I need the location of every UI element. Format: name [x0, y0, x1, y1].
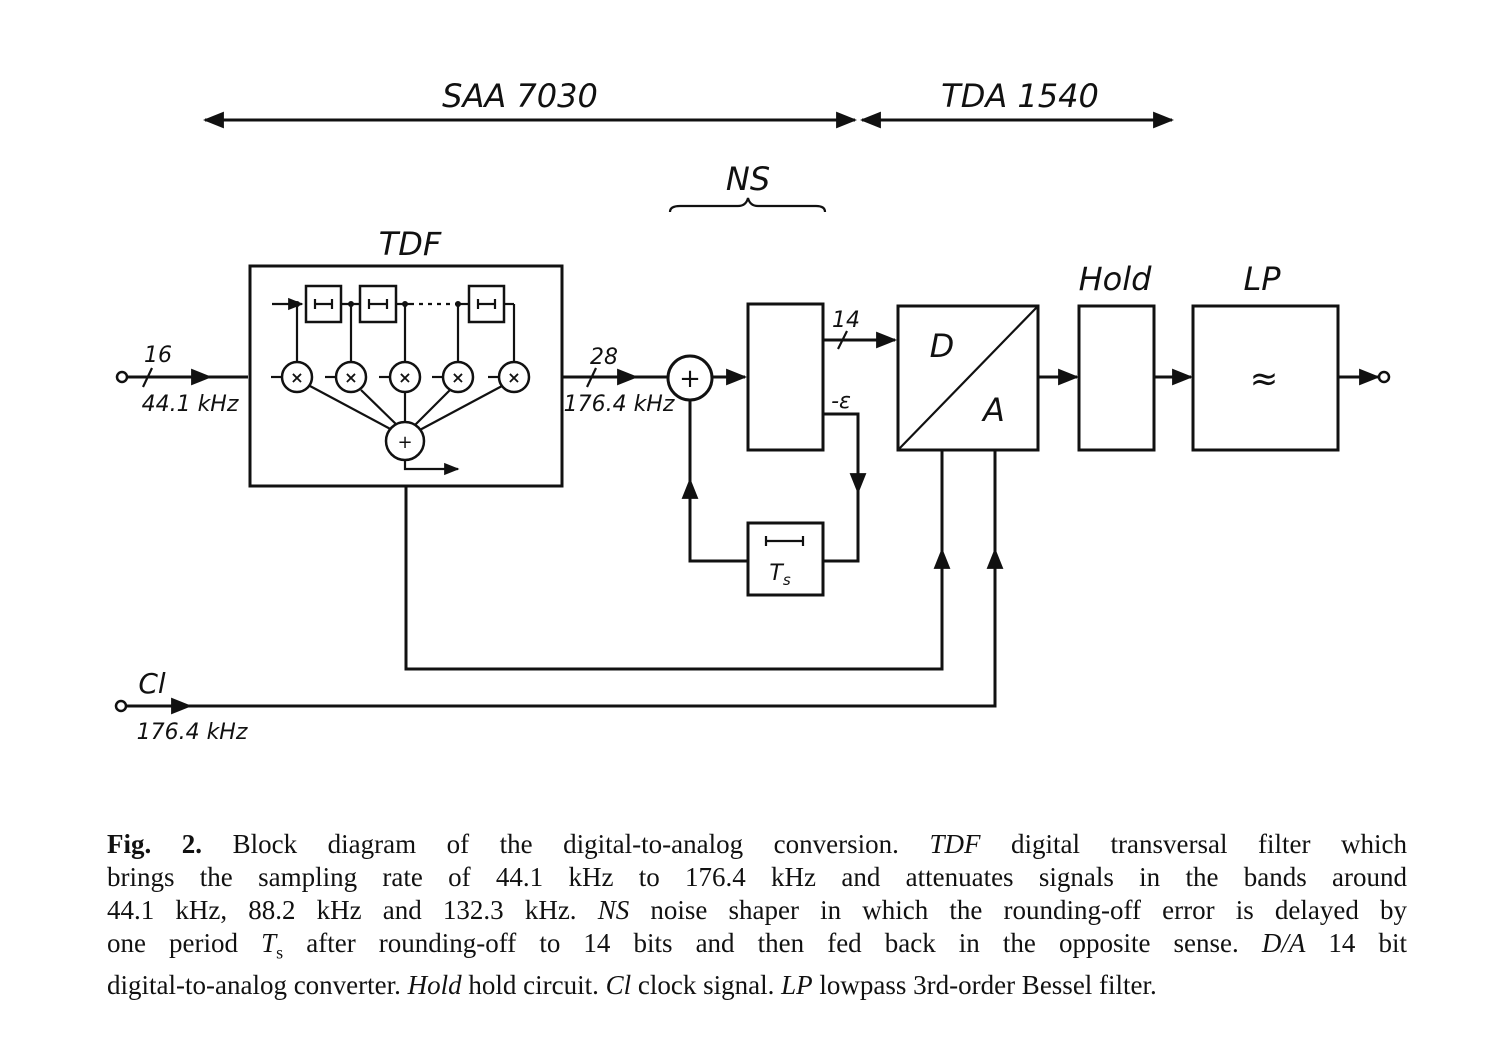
brace-icon: [668, 197, 827, 213]
multiplier: ×: [488, 360, 531, 394]
tdf-block: TDF × × × × ×: [248, 225, 564, 488]
terminal-icon: [115, 370, 129, 384]
multiply-icon: ×: [507, 368, 520, 387]
delay-cell: [304, 284, 343, 324]
bus-slash-icon: [837, 330, 848, 350]
caption-line: Fig. 2. Block diagram of the digital-to-…: [107, 829, 1408, 859]
clock-terminal-icon: [114, 699, 128, 713]
input-bits-label: 16: [144, 343, 172, 368]
delay-icon: [476, 299, 497, 309]
chip-range-saa7030: SAA 7030: [202, 77, 858, 129]
delay-ts-block: Ts: [746, 521, 825, 597]
delay-cell: [358, 284, 398, 324]
clock-rate-label: 176.4 kHz: [137, 720, 248, 745]
caption-line: brings the sampling rate of 44.1 kHz to …: [107, 862, 1407, 892]
multiplier: ×: [379, 360, 422, 394]
chip-range-tda1540: TDA 1540: [859, 77, 1175, 129]
da-converter-block: D A: [896, 304, 1040, 452]
chip-label-tda1540: TDA 1540: [941, 77, 1099, 115]
multiplier: ×: [432, 360, 475, 394]
chip-label-saa7030: SAA 7030: [442, 77, 598, 115]
input-terminal: 16 44.1 kHz: [115, 343, 248, 417]
multiply-icon: ×: [451, 368, 464, 387]
lowpass-icon: ≈: [1250, 359, 1279, 399]
error-label: -ε: [831, 389, 851, 414]
tdf-adder: +: [384, 420, 426, 462]
caption-line: one period Ts after rounding-off to 14 b…: [107, 928, 1407, 963]
bus-slash-icon: [586, 367, 597, 388]
multiplier: ×: [325, 360, 368, 394]
tdf-label: TDF: [379, 225, 442, 263]
caption-line: 44.1 kHz, 88.2 kHz and 132.3 kHz. NS noi…: [107, 895, 1407, 925]
ns-label: NS: [726, 160, 770, 198]
multiply-icon: ×: [398, 368, 411, 387]
delay-cell: [467, 284, 506, 324]
lp-label: LP: [1243, 260, 1281, 298]
da-label-a: A: [981, 391, 1005, 429]
error-feedback: Ts: [681, 400, 867, 597]
caption-line: digital-to-analog converter. Hold hold c…: [107, 970, 1157, 1001]
tdf-output: 28 176.4 kHz: [562, 345, 675, 417]
ns-adder: +: [666, 354, 714, 402]
input-rate-label: 44.1 kHz: [142, 392, 239, 417]
multiply-icon: ×: [290, 368, 303, 387]
plus-icon: +: [397, 432, 412, 453]
delay-icon: [764, 536, 805, 546]
delay-icon: [367, 299, 389, 309]
lp-filter-block: LP ≈: [1191, 260, 1340, 452]
ns-brace: NS: [668, 160, 827, 213]
delay-ts-label: Ts: [769, 561, 790, 589]
output-terminal-icon: [1377, 370, 1391, 384]
block-diagram: SAA 7030 TDA 1540 NS 16 44.1 kHz TDF: [114, 77, 1391, 745]
da-label-d: D: [930, 327, 955, 365]
multiply-icon: ×: [344, 368, 357, 387]
multiplier: ×: [271, 360, 314, 394]
hold-block: Hold: [1077, 260, 1156, 452]
tdf-out-bits-label: 28: [590, 345, 618, 370]
clock-label: Cl: [138, 667, 166, 700]
figure-caption: Fig. 2. Block diagram of the digital-to-…: [107, 828, 1407, 1002]
hold-label: Hold: [1079, 260, 1153, 298]
clock-input: Cl 176.4 kHz: [114, 450, 1004, 745]
tdf-to-da-line: [404, 450, 951, 671]
ns-out-bits-label: 14: [832, 308, 860, 333]
bus-slash-icon: [142, 367, 153, 388]
ns-quantizer-block: [746, 302, 825, 452]
tdf-out-rate-label: 176.4 kHz: [564, 392, 675, 417]
delay-icon: [313, 299, 334, 309]
plus-icon: +: [679, 364, 701, 394]
